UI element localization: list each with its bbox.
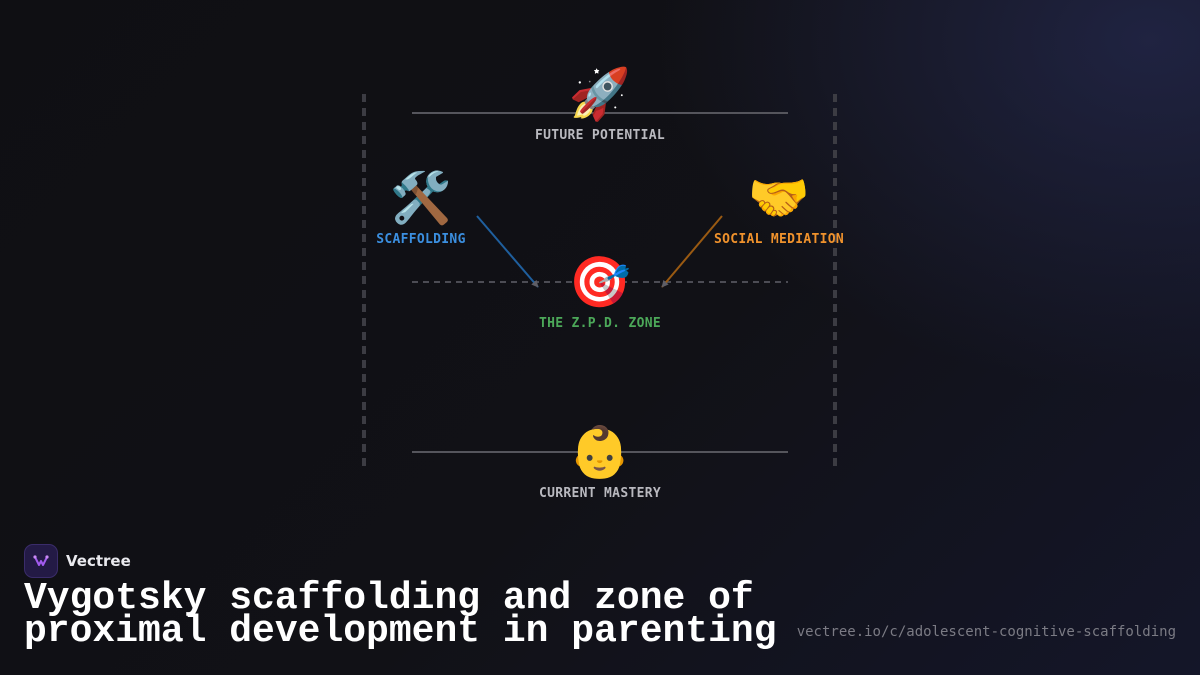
social-mediation-node: 🤝 SOCIAL MEDIATION [714,170,844,247]
scaffolding-arrow [476,215,539,288]
brand-name: Vectree [66,552,131,570]
current-mastery-node: 👶 CURRENT MASTERY [539,424,661,501]
page-title: Vygotsky scaffolding and zone of proxima… [24,577,777,653]
brand[interactable]: Vectree [24,544,131,578]
zpd-zone-label: THE Z.P.D. ZONE [539,316,661,331]
source-url[interactable]: vectree.io/c/adolescent-cognitive-scaffo… [796,624,1176,640]
scaffolding-node: 🛠️ SCAFFOLDING [376,170,465,247]
hammer-and-wrench-icon: 🛠️ [389,169,453,227]
target-icon: 🎯 [568,253,632,311]
social-mediation-label: SOCIAL MEDIATION [713,232,845,247]
future-potential-node: 🚀 FUTURE POTENTIAL [535,66,665,143]
current-mastery-label: CURRENT MASTERY [539,486,661,501]
scaffolding-label: SCAFFOLDING [376,232,466,247]
future-potential-label: FUTURE POTENTIAL [534,128,666,143]
vectree-logo-icon [24,544,58,578]
rocket-icon: 🚀 [568,65,632,123]
baby-icon: 👶 [568,423,632,481]
zpd-zone-node: 🎯 THE Z.P.D. ZONE [539,254,661,331]
social-mediation-arrow [661,215,723,288]
zpd-diagram [362,94,837,472]
handshake-icon: 🤝 [747,169,811,227]
